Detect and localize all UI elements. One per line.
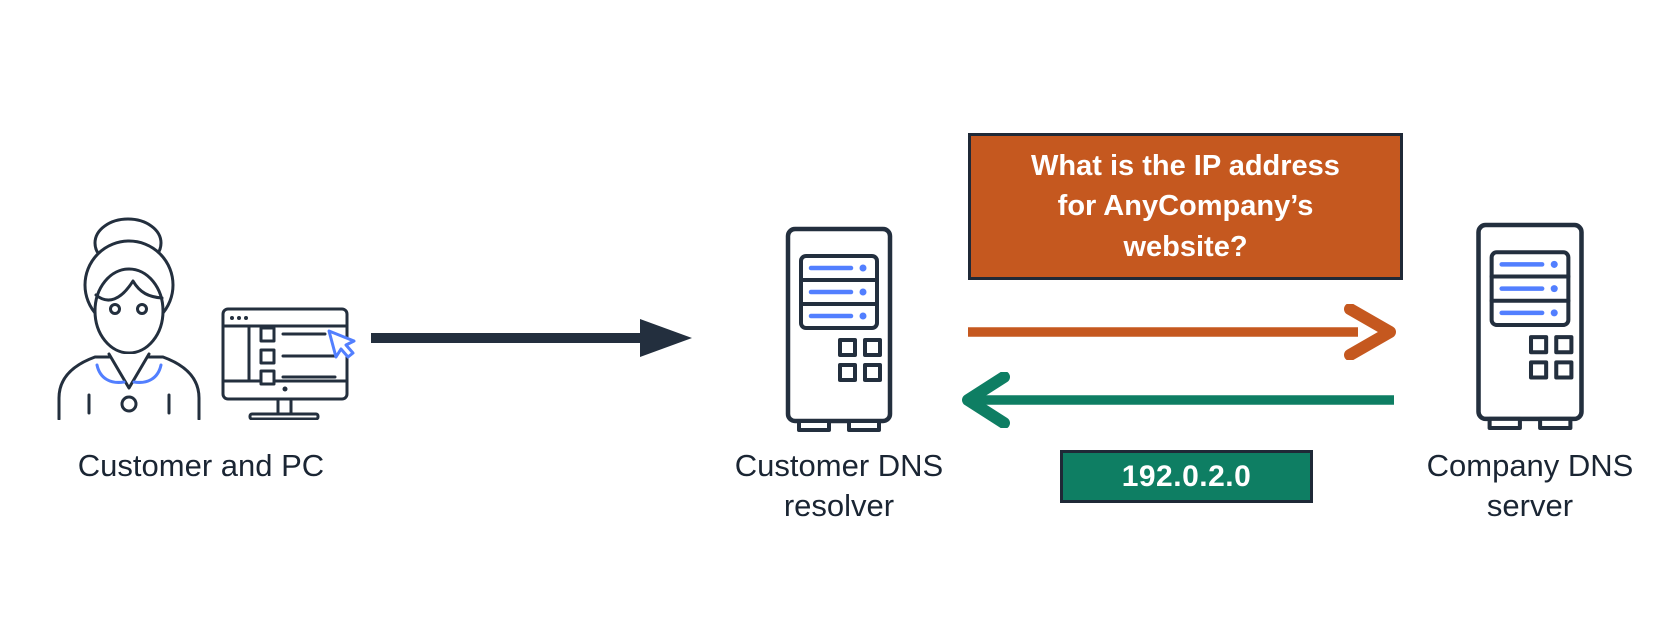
server-icon (785, 226, 893, 432)
dns-query-line: for AnyCompany’s (1057, 190, 1314, 223)
arrow-dns-response (962, 372, 1394, 428)
node-label-customer-pc: Customer and PC (77, 448, 325, 483)
dns-response-ip: 192.0.2.0 (1121, 459, 1252, 493)
dns-response-box: 192.0.2.0 (1060, 450, 1313, 503)
node-label-company-dns-server: Company DNS server (1426, 448, 1634, 524)
dns-query-line: What is the IP address (1031, 149, 1340, 182)
dns-query-box: What is the IP address for AnyCompany’s … (968, 133, 1403, 280)
server-icon (1476, 222, 1584, 430)
dns-query-line: website? (1123, 230, 1248, 263)
arrow-pc-to-resolver (371, 319, 692, 357)
arrow-dns-query (968, 304, 1396, 360)
node-label-customer-dns-resolver: Customer DNS resolver (734, 448, 944, 524)
cursor-icon (327, 329, 356, 359)
person-at-computer-icon (57, 217, 356, 420)
